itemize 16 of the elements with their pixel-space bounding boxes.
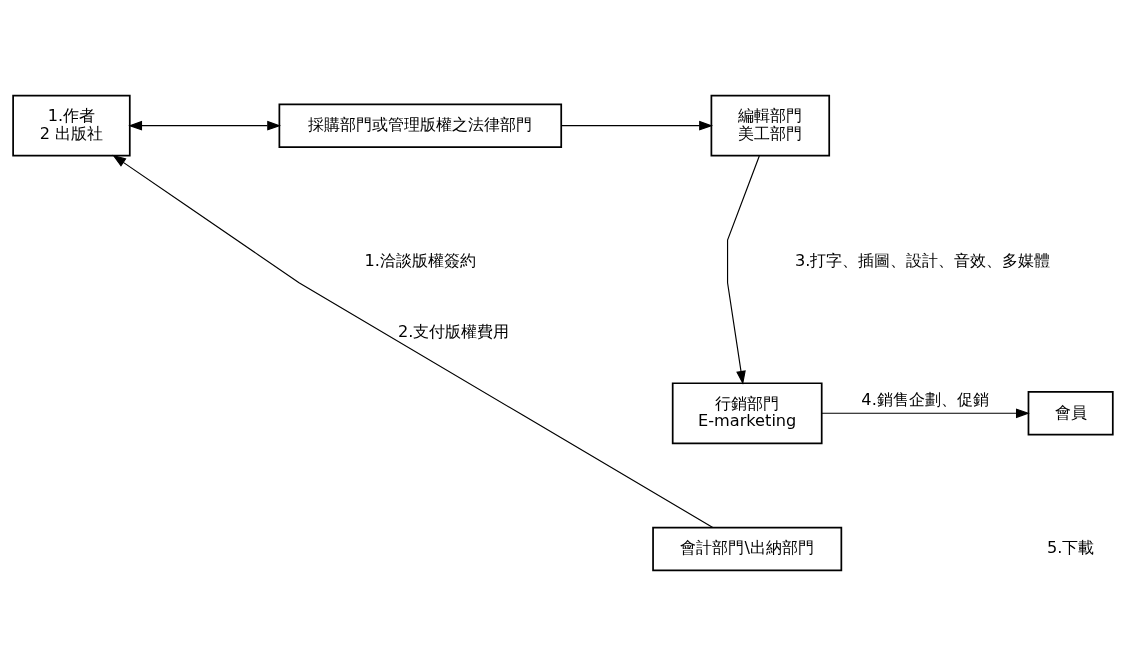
arrow (726, 155, 760, 385)
edge-label: 2.支付版權費用 (398, 322, 510, 342)
node-box: 行銷部門 E-marketing (671, 382, 823, 445)
label: 3.打字、插圖、設計、音效、多媒體 (795, 250, 1051, 270)
arrow (112, 154, 714, 529)
node-box: 編輯部門 美工部門 (710, 94, 831, 157)
node-box: 1.作者 2 出版社 (12, 94, 131, 157)
node-box: 採購部門或管理版權之法律部門 (278, 103, 563, 148)
edge-label: 4.銷售企劃、促銷 (861, 390, 989, 410)
arrow (561, 120, 714, 131)
node-box: 會計部門\出納部門 (652, 526, 843, 572)
node-box: 會員 (1027, 391, 1114, 436)
label: 1.洽談版權簽約 (364, 250, 477, 270)
arrow (128, 120, 282, 131)
label: 5.下載 (1046, 538, 1095, 558)
arrow (821, 408, 1030, 419)
